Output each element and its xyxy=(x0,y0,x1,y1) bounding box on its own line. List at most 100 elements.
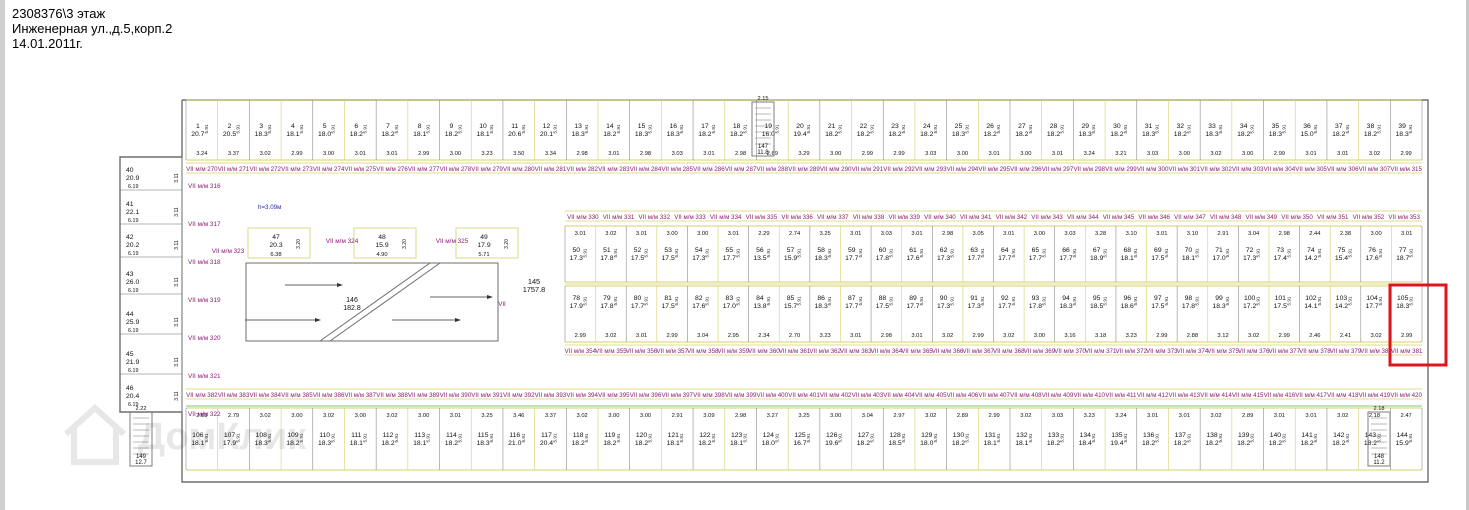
parking-space-label: VII м/м 403 xyxy=(852,392,884,399)
parking-space-label: VII м/м 272 xyxy=(249,166,281,173)
box-number: 87 xyxy=(848,295,856,302)
box-dim-vertical: 5.91 xyxy=(552,124,557,133)
box-number: 133 xyxy=(1048,432,1060,439)
box-area: 19.4 xyxy=(793,131,806,138)
mid-room-area: 15.9 xyxy=(375,242,388,249)
parking-space-label: VII м/м 335 xyxy=(746,214,778,221)
box-number: 99 xyxy=(1215,295,1223,302)
box-dim-vertical: 5.91 xyxy=(426,433,431,442)
box-area: 17.7 xyxy=(1029,255,1042,262)
box-area: 17.7 xyxy=(845,303,858,310)
box-dim-vertical: 5.91 xyxy=(236,124,241,133)
parking-space-label: VII м/м 394 xyxy=(566,392,598,399)
box-area: 20.6 xyxy=(508,131,521,138)
box-width: 3.23 xyxy=(1084,413,1095,419)
mid-room-area: 17.9 xyxy=(477,242,490,249)
box-width: 2.46 xyxy=(1309,333,1320,339)
mid-room-number: 47 xyxy=(272,234,280,241)
box-number: 106 xyxy=(192,432,204,439)
parking-space-label: VII м/м 376 xyxy=(1238,348,1270,355)
box-number: 70 xyxy=(1185,247,1193,254)
box-area: 13.8 xyxy=(753,303,766,310)
parking-space-label: VII м/м 352 xyxy=(1353,214,1385,221)
stair-area: 11.8 xyxy=(757,150,769,156)
box-area: 18.2 xyxy=(857,440,870,447)
box-area: 18.2 xyxy=(888,131,901,138)
box-dim-vertical: 5.91 xyxy=(584,433,589,442)
box-width: 2.99 xyxy=(291,151,302,157)
box-width: 3.03 xyxy=(881,231,892,237)
box-area: 18.2 xyxy=(1015,131,1028,138)
parking-space-label: VII м/м 381 xyxy=(1391,348,1423,355)
box-dim-vertical: 5.91 xyxy=(1313,124,1318,133)
parking-space-label: VII м/м 398 xyxy=(693,392,725,399)
parking-space-label: VII м/м 301 xyxy=(1169,166,1201,173)
left-room-area: 20.2 xyxy=(126,242,139,249)
parking-space-label: VII м/м 386 xyxy=(313,392,345,399)
box-dim-vertical: 5.91 xyxy=(858,296,863,305)
left-room-number: 46 xyxy=(126,385,134,392)
box-area: 17.5 xyxy=(1151,255,1164,262)
box-dim-vertical: 5.91 xyxy=(1028,433,1033,442)
box-dim-vertical: 5.91 xyxy=(362,124,367,133)
box-width: 3.01 xyxy=(989,151,1000,157)
parking-space-label: VII м/м 401 xyxy=(788,392,820,399)
box-dim-vertical: 5.91 xyxy=(838,124,843,133)
box-width: 2.69 xyxy=(767,151,778,157)
box-area: 17.3 xyxy=(968,303,981,310)
box-dim-vertical: 5.91 xyxy=(1313,433,1318,442)
box-area: 17.8 xyxy=(1182,303,1195,310)
box-width: 2.18 xyxy=(1369,413,1380,419)
box-dim-vertical: 5.91 xyxy=(267,433,272,442)
box-dim-vertical: 5.91 xyxy=(964,124,969,133)
parking-space-label: VII м/м 279 xyxy=(471,166,503,173)
box-area: 18.2 xyxy=(984,131,997,138)
box-width: 2.98 xyxy=(1279,231,1290,237)
box-number: 98 xyxy=(1185,295,1193,302)
box-width: 3.37 xyxy=(228,151,239,157)
ramp-arrow-head xyxy=(455,318,461,322)
stair-number: 148 xyxy=(1374,454,1385,460)
box-number: 37 xyxy=(1335,123,1343,130)
mid-room-box xyxy=(455,227,519,259)
box-area: 18.3 xyxy=(952,131,965,138)
box-area: 18.9 xyxy=(1090,255,1103,262)
parking-space-label: VII м/м 271 xyxy=(218,166,250,173)
box-dim-vertical: 5.91 xyxy=(1218,433,1223,442)
left-room-dim: 3.11 xyxy=(174,317,180,327)
box-number: 124 xyxy=(763,432,775,439)
box-width: 3.01 xyxy=(386,151,397,157)
box-area: 19.6 xyxy=(825,440,838,447)
box-width: 2.99 xyxy=(1401,333,1412,339)
parking-space-label: VII м/м 289 xyxy=(788,166,820,173)
parking-space-label: VII м/м 397 xyxy=(661,392,693,399)
box-dim-vertical: 5.91 xyxy=(613,296,618,305)
box-width: 3.02 xyxy=(942,333,953,339)
box-area: 20.5 xyxy=(223,131,236,138)
box-number: 71 xyxy=(1215,247,1223,254)
box-dim-vertical: 5.91 xyxy=(1041,296,1046,305)
box-width: 3.01 xyxy=(636,333,647,339)
box-area: 18.2 xyxy=(381,131,394,138)
parking-space-label: VII м/м 296 xyxy=(1010,166,1042,173)
parking-space-label: VII м/м 349 xyxy=(1246,214,1278,221)
box-dim-vertical: 5.91 xyxy=(766,296,771,305)
parking-space-label: VII м/м 292 xyxy=(883,166,915,173)
box-number: 60 xyxy=(879,247,887,254)
box-number: 23 xyxy=(891,123,899,130)
ramp-arrow-head xyxy=(337,283,343,287)
parking-space-label: VII м/м 416 xyxy=(1264,392,1296,399)
box-number: 119 xyxy=(604,432,615,439)
box-dim-vertical: 5.91 xyxy=(735,296,740,305)
left-room-width: 6.19 xyxy=(128,184,139,190)
left-room-width: 6.19 xyxy=(128,402,139,408)
box-dim-vertical: 5.91 xyxy=(1060,433,1065,442)
header-line-address: Инженерная ул.,д.5,корп.2 xyxy=(12,21,173,36)
box-dim-vertical: 5.91 xyxy=(1345,124,1350,133)
box-width: 3.00 xyxy=(1179,151,1190,157)
box-dim-vertical: 5.91 xyxy=(552,433,557,442)
left-room-width: 6.19 xyxy=(128,368,139,374)
box-dim-vertical: 5.91 xyxy=(705,296,710,305)
box-dim-vertical: 5.91 xyxy=(996,433,1001,442)
box-area: 18.1 xyxy=(1121,255,1134,262)
